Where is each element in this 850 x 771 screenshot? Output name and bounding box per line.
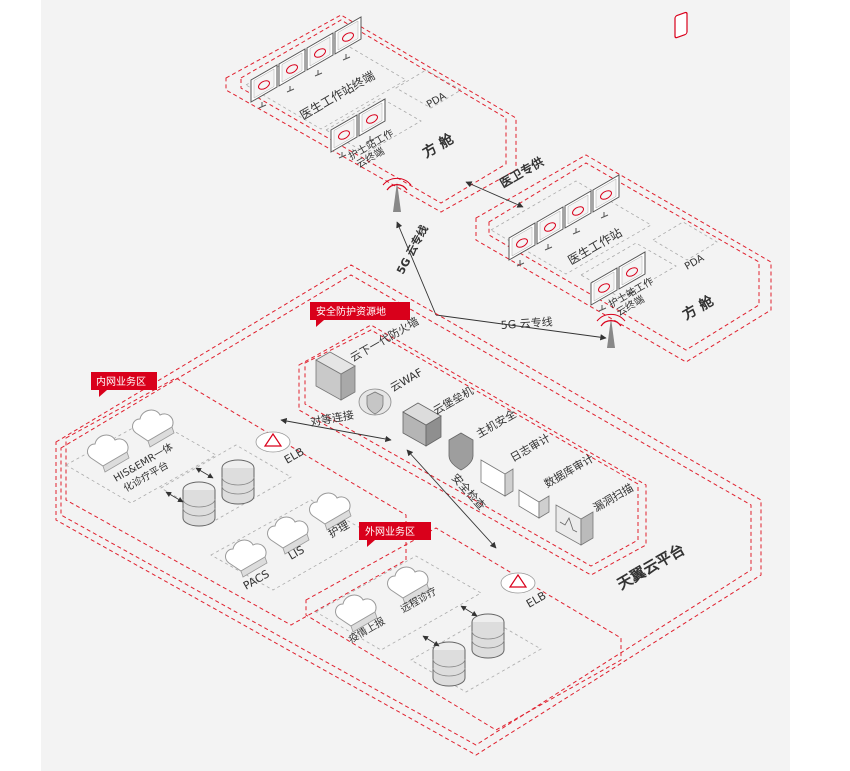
cloud-line-vertical-arrow [396, 221, 437, 316]
scanner-icon [555, 504, 594, 546]
security-item-vuln-scan: 漏洞扫描 [591, 480, 636, 514]
monitor-icon [536, 206, 564, 251]
security-zone: 安全防护资源地 云下一代防火墙 云WAF 云堡垒机 主机安全 日志审计 [298, 302, 647, 576]
top-pod: 医生工作站终端 护士站工作 云终端 PDA 方 舱 [225, 14, 517, 213]
peer-connection-arrow [280, 417, 392, 443]
database-icon [471, 613, 505, 659]
security-item-waf: 云WAF [388, 366, 425, 395]
cloud-icon [87, 434, 130, 473]
security-item-host: 主机安全 [474, 406, 519, 440]
database-audit-icon [518, 489, 550, 519]
right-pod: 医生工作站 护士站工作 云终端 PDA 方 舱 [475, 11, 772, 363]
monitor-icon [564, 190, 592, 235]
elb-icon [255, 431, 291, 453]
medical-link-label: 医卫专供 [497, 154, 546, 191]
svg-text:外网业务区: 外网业务区 [365, 525, 415, 538]
security-item-db-audit: 数据库审计 [542, 451, 597, 491]
shield-icon [448, 432, 474, 471]
monitor-icon [334, 16, 362, 61]
cloud-line-horizontal-label: 5G 云专线 [500, 314, 553, 332]
cloud-icon [132, 409, 175, 448]
cloud-platform: 天翼云平台 [55, 264, 762, 756]
svg-text:安全防护资源地: 安全防护资源地 [316, 305, 386, 318]
database-icon [182, 481, 216, 527]
elb-icon [500, 572, 536, 594]
database-icon [432, 641, 466, 687]
intranet-zone: 内网业务区 HIS&EMR一体 化诊疗平台 ELB PACS LIS 护理 [65, 372, 407, 626]
right-pod-title: 方 舱 [680, 292, 718, 324]
cloud-line-horizontal-arrow [435, 314, 607, 341]
database-icon [221, 459, 255, 505]
diagram-canvas: 医生工作站终端 护士站工作 云终端 PDA 方 舱 医生工作站 护士站工作 云终… [41, 0, 790, 771]
log-icon [480, 459, 514, 497]
antenna-icon [596, 313, 626, 348]
right-workstation-label: 医生工作站 [566, 225, 625, 267]
top-pda-label: PDA [425, 91, 448, 111]
top-pod-title: 方 舱 [420, 130, 458, 162]
security-item-ngfw: 云下一代防火墙 [348, 314, 422, 365]
shield-icon [358, 388, 392, 416]
right-pda-label: PDA [683, 253, 706, 273]
monitor-icon [306, 32, 334, 77]
security-item-log-audit: 日志审计 [508, 430, 553, 464]
intranet-zone-tag: 内网业务区 [91, 372, 157, 397]
pda-icon [674, 11, 688, 39]
security-zone-tag: 安全防护资源地 [310, 302, 410, 327]
monitor-icon [278, 48, 306, 93]
security-check-arrow [406, 449, 497, 549]
monitor-icon [592, 174, 620, 219]
cloud-line-vertical-label: 5G 云专线 [393, 223, 430, 277]
svg-text:内网业务区: 内网业务区 [96, 375, 146, 388]
architecture-diagram: 医生工作站终端 护士站工作 云终端 PDA 方 舱 医生工作站 护士站工作 云终… [55, 11, 772, 756]
firewall-icon [315, 351, 356, 401]
platform-label: 天翼云平台 [614, 540, 688, 593]
firewall-icon [402, 402, 442, 447]
extranet-zone: 外网业务区 疫情上报 远程诊疗 ELB [305, 522, 622, 731]
security-item-bastion: 云堡垒机 [431, 383, 476, 417]
monitor-icon [508, 222, 536, 267]
antenna-icon [382, 177, 412, 212]
medical-link-arrow [465, 181, 524, 208]
extranet-zone-tag: 外网业务区 [359, 522, 431, 547]
